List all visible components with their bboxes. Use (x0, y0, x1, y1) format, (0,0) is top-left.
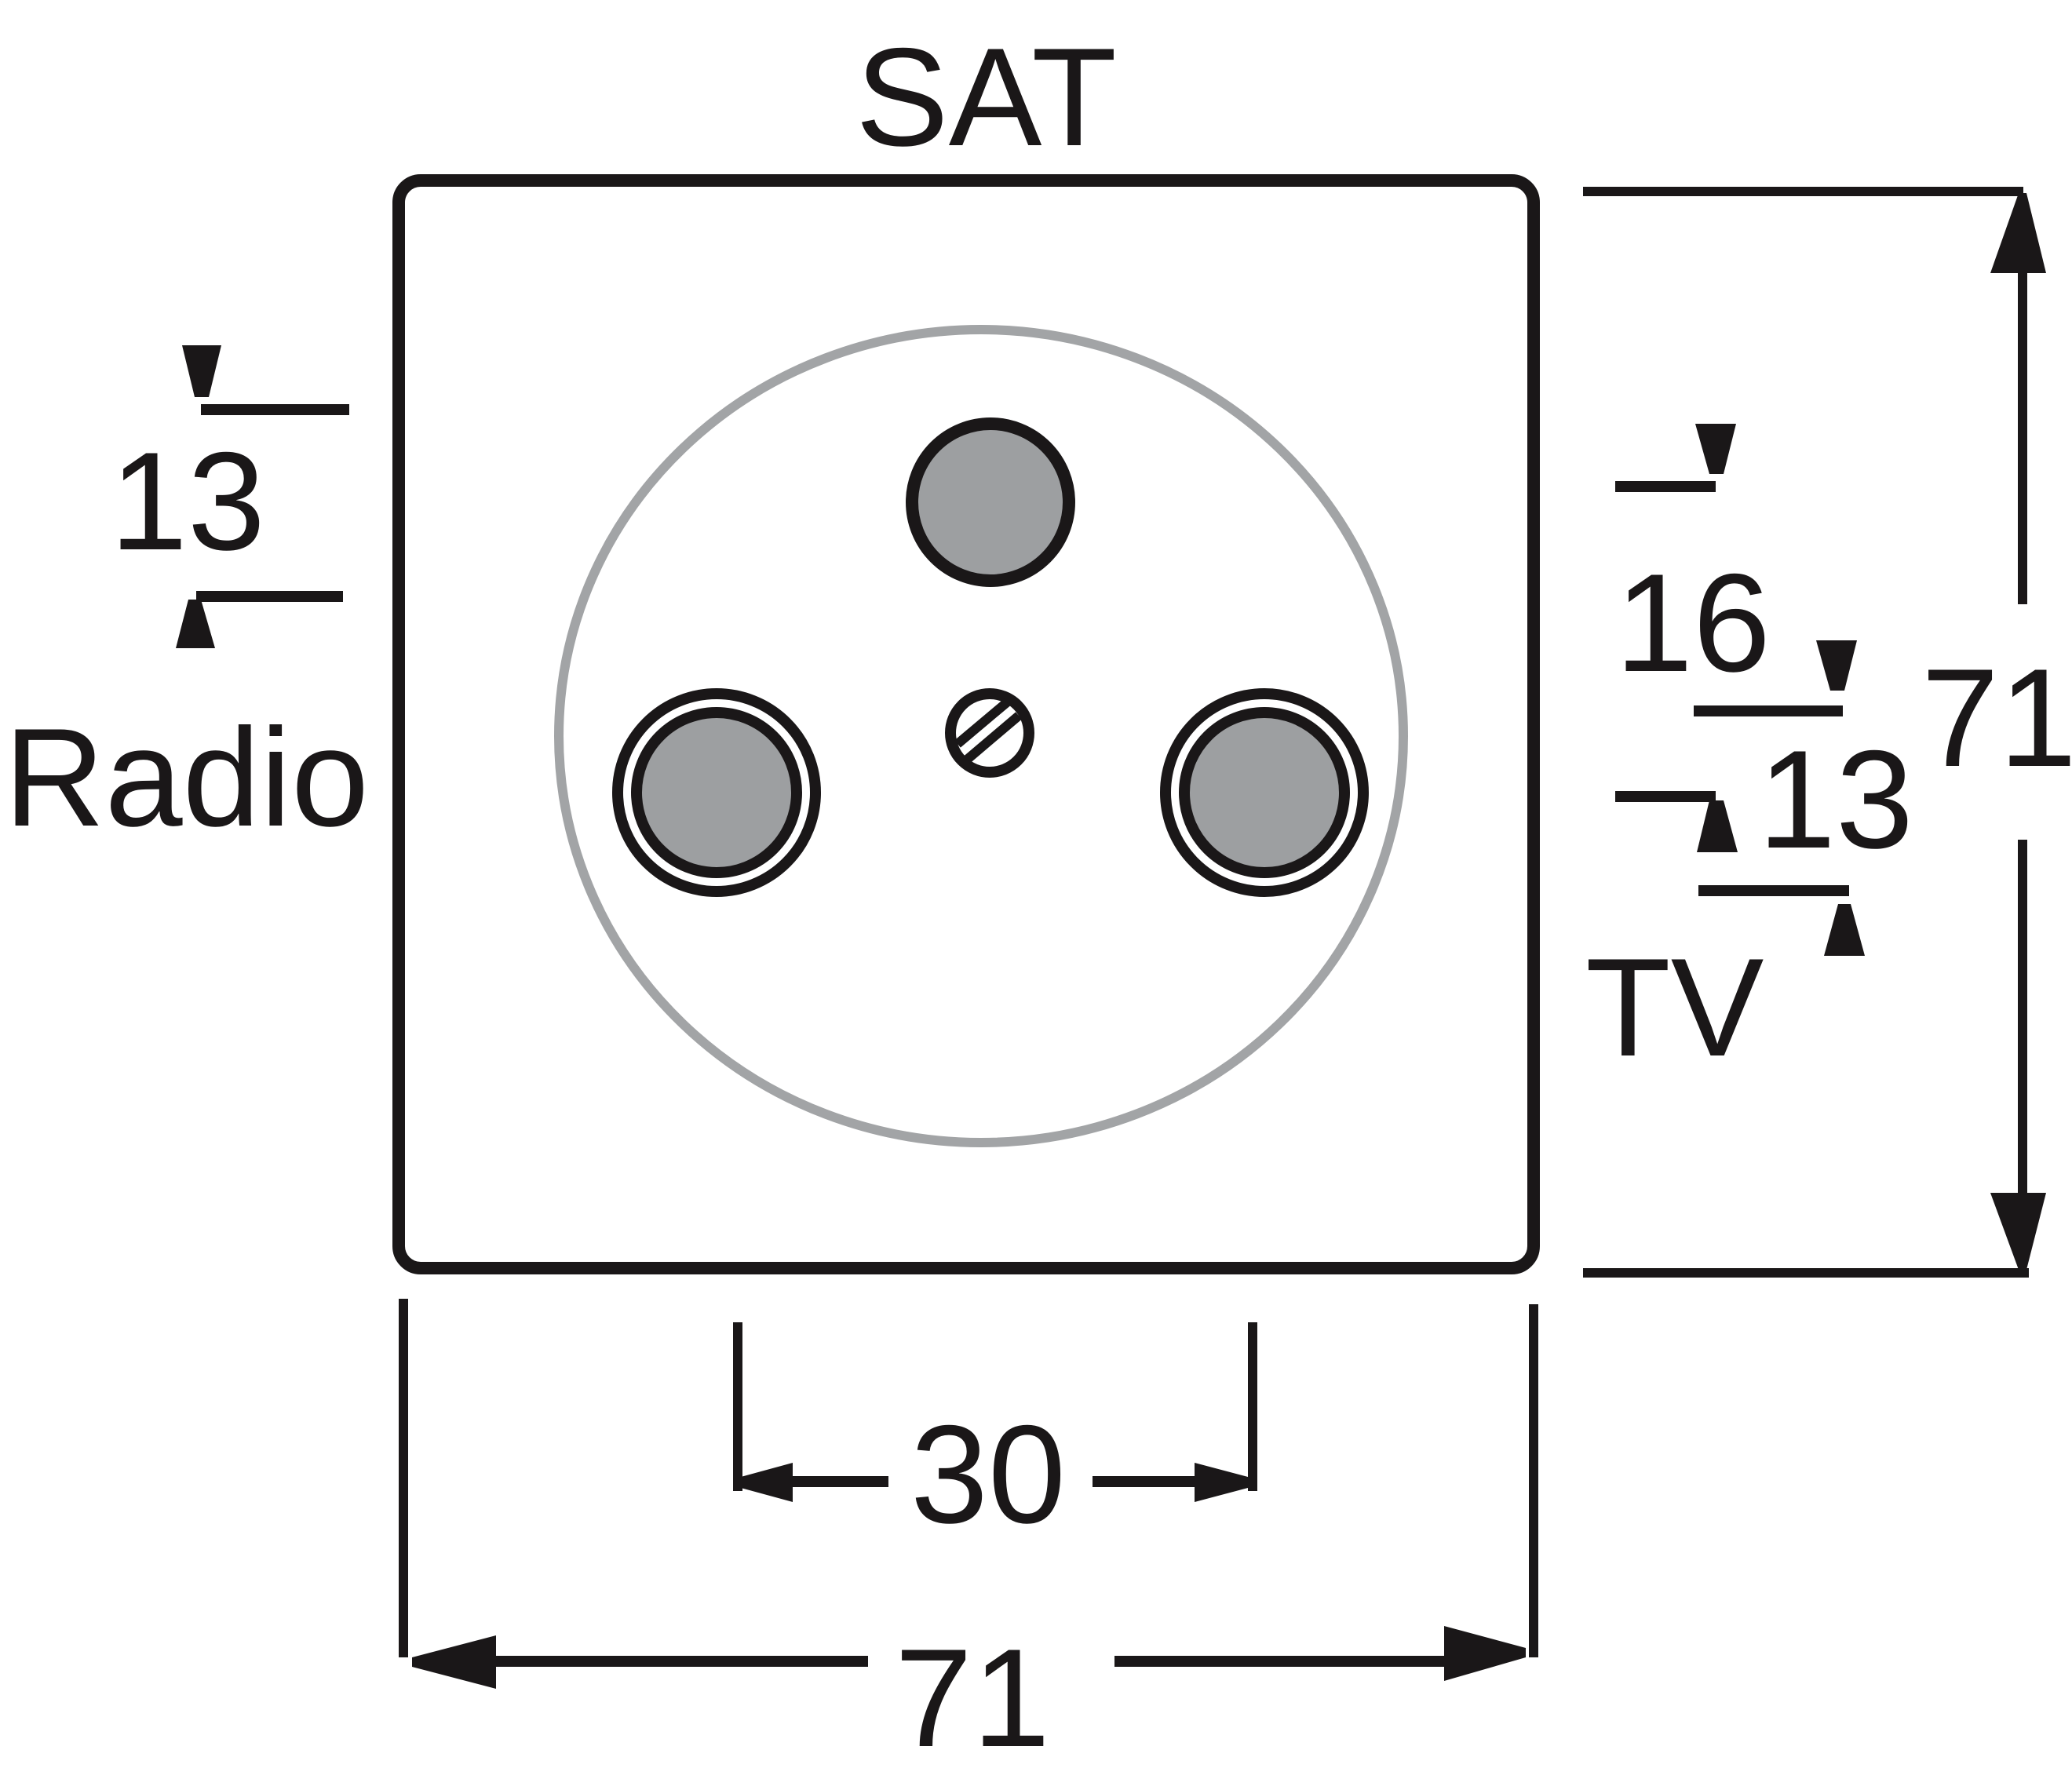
plate-width-dimension (399, 1299, 1538, 1689)
arrowhead-up-icon (176, 600, 215, 648)
plate-height-dimension-value: 71 (1921, 640, 2072, 796)
arrowhead-left-icon (741, 1463, 793, 1502)
arrowhead-down-icon (1695, 424, 1736, 474)
arrowhead-up-icon (1990, 193, 2046, 273)
tv-port-dimension-value: 13 (1758, 721, 1913, 877)
tv-port (1160, 688, 1369, 897)
plate-height-dimension (1583, 187, 2046, 1278)
port-spacing-dimension (733, 1322, 1257, 1502)
radio-port (612, 688, 821, 897)
arrowhead-up-icon (1824, 904, 1865, 956)
arrowhead-down-icon (182, 345, 221, 397)
arrowhead-left-icon (412, 1635, 496, 1689)
tv-port-dimension (1615, 791, 1865, 956)
arrowhead-right-icon (1444, 1626, 1526, 1681)
arrowhead-down-icon (1990, 1193, 2046, 1270)
radio-port-dimension-value: 13 (110, 423, 265, 579)
sat-port-dimension (1615, 424, 1857, 716)
plate-width-dimension-value: 71 (895, 1620, 1050, 1776)
arrowhead-up-icon (1697, 800, 1738, 852)
tv-label: TV (1585, 929, 1764, 1085)
socket-plate-outline (392, 174, 1540, 1274)
port-spacing-dimension-value: 30 (910, 1396, 1066, 1552)
arrowhead-down-icon (1816, 640, 1857, 691)
arrowhead-right-icon (1195, 1463, 1248, 1502)
sat-label: SAT (855, 19, 1117, 175)
screw-icon (945, 688, 1034, 778)
sat-port-dimension-value: 16 (1615, 545, 1771, 701)
radio-label: Radio (4, 699, 369, 855)
sat-port (906, 417, 1075, 587)
radio-port-dimension (176, 345, 349, 648)
socket-ring (554, 325, 1408, 1147)
